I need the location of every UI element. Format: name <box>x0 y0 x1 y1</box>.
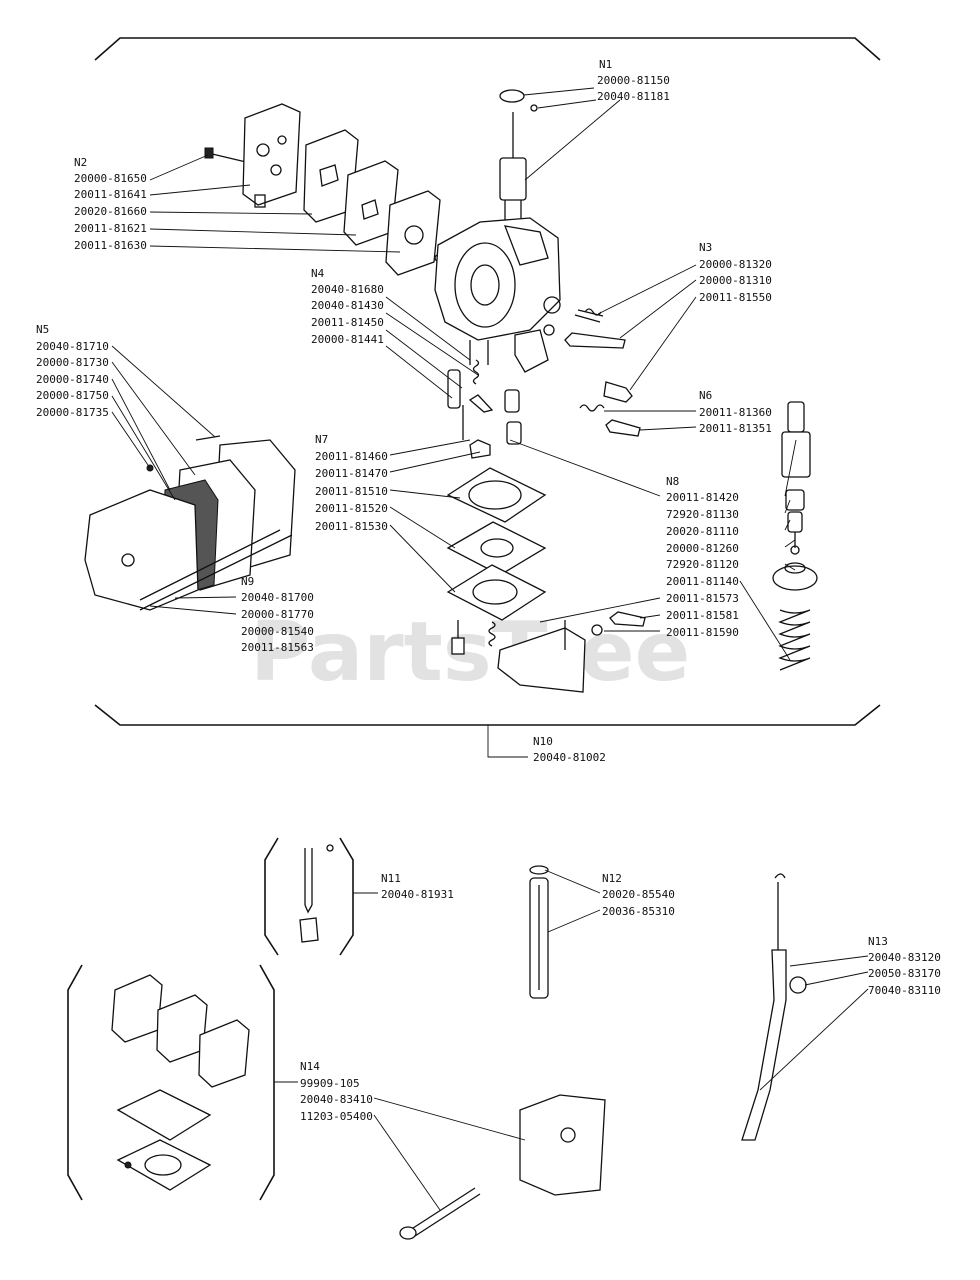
n13-part-drawing <box>741 873 807 1141</box>
part-number: 20000-81540 <box>241 625 314 638</box>
part-number: 99909-105 <box>300 1077 360 1090</box>
label-group-n4: N4 20040-81680 20040-81430 20011-81450 2… <box>311 267 384 346</box>
label-group-n6: N6 20011-81360 20011-81351 <box>699 389 772 435</box>
label-group-n2: N2 20000-81650 20011-81641 20020-81660 2… <box>74 156 147 252</box>
n7-diaphragm-drawing <box>446 405 547 655</box>
group-label: N12 <box>602 872 622 885</box>
group-label: N10 <box>533 735 553 748</box>
part-number: 20011-81530 <box>315 520 388 533</box>
part-number: 20000-81735 <box>36 406 109 419</box>
part-number: 20011-81520 <box>315 502 388 515</box>
carburetor-body-drawing <box>434 217 561 373</box>
part-number: 20011-81621 <box>74 222 147 235</box>
group-label: N7 <box>315 433 328 446</box>
adjuster-assembly-drawing <box>772 401 818 671</box>
group-label: N6 <box>699 389 712 402</box>
group-label: N11 <box>381 872 401 885</box>
part-number: 20011-81140 <box>666 575 739 588</box>
part-number: 20040-81710 <box>36 340 109 353</box>
part-number: 20000-81150 <box>597 74 670 87</box>
main-assembly-bracket <box>94 37 881 758</box>
label-group-n10: N10 20040-81002 <box>533 735 606 764</box>
label-group-n5: N5 20040-81710 20000-81730 20000-81740 2… <box>36 323 109 419</box>
n11-part-drawing <box>264 837 378 956</box>
n1-needle-valve-drawing <box>499 89 538 222</box>
part-number: 20011-81351 <box>699 422 772 435</box>
part-number: 20000-81650 <box>74 172 147 185</box>
part-number: 20000-81260 <box>666 542 739 555</box>
part-number: 20040-81430 <box>311 299 384 312</box>
part-number: 70040-83110 <box>868 984 941 997</box>
n3-adjusting-screws-drawing <box>564 308 633 403</box>
group-label: N13 <box>868 935 888 948</box>
group-label: N4 <box>311 267 325 280</box>
n12-part-drawing <box>529 865 549 999</box>
n8-lever-and-spring-drawing <box>488 611 646 693</box>
part-number: 11203-05400 <box>300 1110 373 1123</box>
group-label: N2 <box>74 156 87 169</box>
part-number: 20000-81310 <box>699 274 772 287</box>
part-number: 20040-81680 <box>311 283 384 296</box>
group-label: N8 <box>666 475 679 488</box>
part-number: 20040-83120 <box>868 951 941 964</box>
part-number: 20040-81002 <box>533 751 606 764</box>
n4-inlet-parts-drawing <box>447 359 522 445</box>
n5-air-cleaner-drawing <box>84 435 296 611</box>
part-number: 20011-81641 <box>74 188 147 201</box>
n2-pump-cover-drawing <box>204 103 442 276</box>
label-group-n8: N8 20011-81420 72920-81130 20020-81110 2… <box>666 475 739 639</box>
group-label: N14 <box>300 1060 320 1073</box>
part-number: 20011-81550 <box>699 291 772 304</box>
part-number: 20011-81470 <box>315 467 388 480</box>
label-group-n1: N1 20000-81150 20040-81181 <box>597 58 670 103</box>
part-number: 20020-85540 <box>602 888 675 901</box>
n6-screws-drawing <box>579 404 641 437</box>
part-number: 20011-81563 <box>241 641 314 654</box>
part-number: 20011-81510 <box>315 485 388 498</box>
group-label: N3 <box>699 241 712 254</box>
label-group-n3: N3 20000-81320 20000-81310 20011-81550 <box>699 241 772 304</box>
part-number: 20040-81181 <box>597 90 670 103</box>
part-number: 20020-81660 <box>74 205 147 218</box>
label-group-n12: N12 20020-85540 20036-85310 <box>602 872 675 918</box>
label-group-n14: N14 99909-105 20040-83410 11203-05400 <box>300 1060 373 1123</box>
part-number: 20011-81460 <box>315 450 388 463</box>
group-label: N5 <box>36 323 49 336</box>
part-number: 20011-81420 <box>666 491 739 504</box>
part-number: 20040-81700 <box>241 591 314 604</box>
group-label: N9 <box>241 575 254 588</box>
part-number: 20036-85310 <box>602 905 675 918</box>
n14-kit-drawing <box>67 964 606 1240</box>
part-number: 20000-81750 <box>36 389 109 402</box>
part-number: 20000-81770 <box>241 608 314 621</box>
part-number: 20000-81730 <box>36 356 109 369</box>
part-number: 20040-81931 <box>381 888 454 901</box>
part-number: 20000-81740 <box>36 373 109 386</box>
part-number: 20011-81573 <box>666 592 739 605</box>
part-number: 72920-81130 <box>666 508 739 521</box>
part-number: 20020-81110 <box>666 525 739 538</box>
part-number: 20011-81581 <box>666 609 739 622</box>
label-group-n7: N7 20011-81460 20011-81470 20011-81510 2… <box>315 433 388 533</box>
part-number: 72920-81120 <box>666 558 739 571</box>
part-number: 20011-81360 <box>699 406 772 419</box>
label-group-n9: N9 20040-81700 20000-81770 20000-81540 2… <box>241 575 314 654</box>
part-number: 20011-81450 <box>311 316 384 329</box>
part-number: 20000-81320 <box>699 258 772 271</box>
part-number: 20000-81441 <box>311 333 384 346</box>
part-number: 20011-81590 <box>666 626 739 639</box>
label-group-n13: N13 20040-83120 20050-83170 70040-83110 <box>868 935 941 997</box>
group-label: N1 <box>599 58 612 71</box>
part-number: 20040-83410 <box>300 1093 373 1106</box>
part-number: 20011-81630 <box>74 239 147 252</box>
part-number: 20050-83170 <box>868 967 941 980</box>
label-group-n11: N11 20040-81931 <box>381 872 454 901</box>
